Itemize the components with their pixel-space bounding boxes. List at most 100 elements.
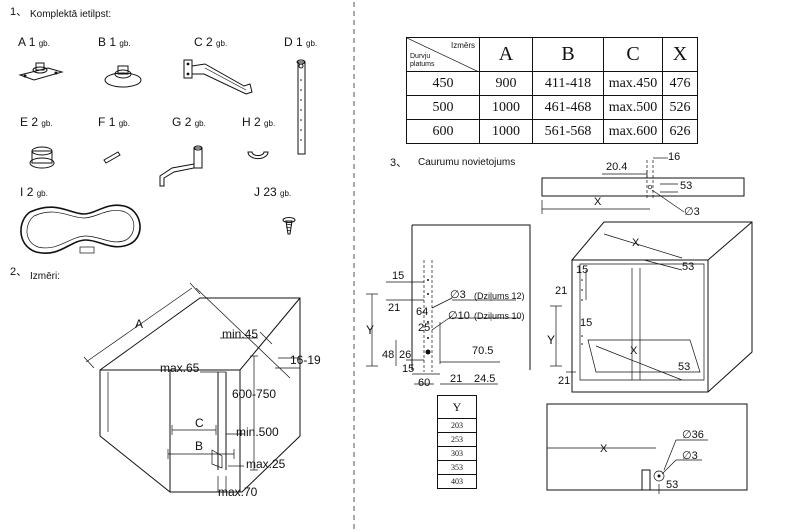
part-e-drawing — [29, 146, 55, 169]
part-label-b: B 1 gb. — [98, 35, 131, 49]
hole-detail-depth10: (Dziļums 10) — [474, 311, 525, 321]
cabinet3d-53: 53 — [682, 261, 695, 273]
dim-600-750: 600-750 — [232, 387, 277, 401]
hole-detail-21b: 21 — [450, 373, 463, 385]
hole-detail-drawing — [366, 224, 531, 385]
dim-max65: max.65 — [160, 361, 200, 375]
part-label-f: F 1 gb. — [98, 115, 130, 129]
section-2-number: 2、 — [10, 266, 28, 278]
part-label-g: G 2 gb. — [172, 115, 206, 129]
part-label-c: C 2 gb. — [194, 35, 228, 49]
part-label-i: I 2 gb. — [20, 185, 48, 199]
y-table-value: 253 — [437, 432, 477, 447]
cabinet3d-15b: 15 — [580, 317, 593, 329]
y-table-value: 303 — [437, 446, 477, 461]
dim-b: B — [195, 439, 204, 453]
dim-c: C — [195, 416, 204, 430]
part-label-d: D 1 gb. — [284, 35, 318, 49]
corner-label-measure: Izmērs — [451, 41, 475, 50]
y-table-value: 353 — [437, 460, 477, 475]
hole-detail-64: 64 — [416, 306, 429, 318]
cabinet3d-21: 21 — [555, 285, 568, 297]
cabinet3d-15: 15 — [576, 264, 589, 276]
hole-detail-phi3: ∅3 — [450, 289, 466, 301]
hole-top-53: 53 — [680, 180, 693, 192]
row-b: 411-418 — [532, 71, 604, 96]
dim-max70: max.70 — [218, 485, 258, 499]
dim-a: A — [135, 317, 144, 331]
table-row: 450 900 411-418 max.450 476 — [406, 71, 698, 96]
part-label-e: E 2 gb. — [20, 115, 53, 129]
part-a-drawing — [18, 62, 64, 81]
cabinet3d-x2: X — [630, 345, 638, 357]
hole-detail-25: 25 — [418, 322, 431, 334]
part-d-drawing — [296, 59, 306, 155]
column-header-x: X — [662, 37, 698, 72]
part-label-a: A 1 gb. — [18, 35, 50, 49]
cabinet3d-53b: 53 — [678, 361, 691, 373]
dim-max25: max.25 — [246, 457, 286, 471]
y-table-value: 203 — [437, 418, 477, 433]
hole-detail-y: Y — [366, 323, 375, 337]
section-1-title: Komplektā ietilpst: — [30, 9, 112, 20]
row-width: 450 — [406, 71, 480, 96]
bottom-view-phi36: ∅36 — [682, 429, 704, 441]
section-1-number: 1、 — [10, 6, 28, 18]
section-2-title: Izmēri: — [30, 271, 60, 282]
column-header-a: A — [479, 37, 533, 72]
hole-detail-15b: 15 — [402, 363, 415, 375]
hole-top-16: 16 — [668, 151, 681, 163]
row-c: max.500 — [603, 95, 663, 120]
y-table-value: 403 — [437, 474, 477, 489]
part-label-j: J 23 gb. — [254, 185, 292, 199]
row-a: 900 — [479, 71, 533, 96]
bottom-view-phi3: ∅3 — [682, 450, 698, 462]
row-width: 500 — [406, 95, 480, 120]
hole-detail-21: 21 — [388, 302, 401, 314]
hole-detail-15: 15 — [392, 270, 405, 282]
cabinet-dimension-drawing — [83, 282, 301, 493]
table-row: 600 1000 561-568 max.600 626 — [406, 119, 698, 144]
hole-detail-48: 48 — [382, 349, 395, 361]
hole-detail-phi10: ∅10 — [448, 310, 470, 322]
row-a: 1000 — [479, 95, 533, 120]
hole-detail-26: 26 — [399, 349, 412, 361]
part-c-drawing — [183, 59, 253, 95]
part-j-drawing — [282, 217, 296, 235]
measures-table: Izmērs Durvju platums A B C X 450 900 41… — [406, 37, 698, 144]
measures-table-corner: Izmērs Durvju platums — [406, 37, 480, 72]
hole-detail-24-5: 24.5 — [474, 373, 496, 385]
hole-detail-70-5: 70.5 — [472, 345, 494, 357]
bottom-view-x: X — [600, 443, 608, 455]
table-row: 500 1000 461-468 max.500 526 — [406, 95, 698, 120]
part-g-drawing — [159, 145, 203, 187]
y-table-header: Y — [437, 395, 477, 419]
row-b: 461-468 — [532, 95, 604, 120]
dim-16-19: 16-19 — [290, 353, 321, 367]
hole-top-x: X — [594, 196, 602, 208]
part-b-drawing — [104, 65, 142, 88]
part-f-drawing — [103, 151, 121, 164]
row-c: max.600 — [603, 119, 663, 144]
dim-min45: min.45 — [222, 327, 259, 341]
hole-bottom-view-drawing — [546, 403, 748, 494]
hole-detail-depth12: (Dziļums 12) — [474, 291, 525, 301]
bottom-view-53: 53 — [666, 479, 679, 491]
row-width: 600 — [406, 119, 480, 144]
part-h-drawing — [247, 151, 269, 160]
part-label-h: H 2 gb. — [242, 115, 276, 129]
measures-table-header-row: Izmērs Durvju platums A B C X — [406, 37, 698, 72]
row-x: 626 — [662, 119, 698, 144]
section-3-title: Caurumu novietojums — [418, 157, 516, 168]
hole-top-plank-drawing — [541, 157, 745, 214]
corner-label-door-width: Durvju platums — [410, 53, 435, 68]
column-header-c: C — [603, 37, 663, 72]
hole-cabinet-3d-drawing — [550, 221, 753, 393]
row-x: 476 — [662, 71, 698, 96]
column-header-b: B — [532, 37, 604, 72]
row-b: 561-568 — [532, 119, 604, 144]
hole-top-20-4: 20.4 — [606, 161, 628, 173]
row-a: 1000 — [479, 119, 533, 144]
